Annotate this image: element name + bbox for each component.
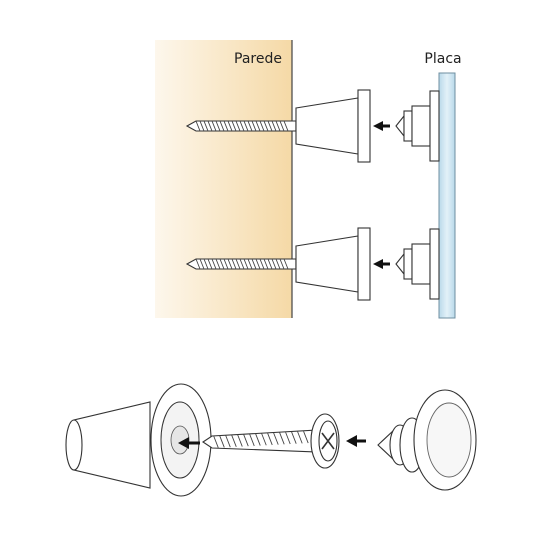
arrow-left-icon	[373, 259, 390, 269]
arrow-left-icon	[373, 121, 390, 131]
wall-anchor-icon	[295, 227, 371, 301]
wall-anchor-icon	[295, 89, 371, 163]
standoff-cap-icon	[395, 228, 440, 300]
wall-anchor-icon	[65, 383, 212, 497]
arrow-left-icon	[346, 435, 366, 447]
plate-label: Placa	[424, 51, 461, 67]
wall	[155, 40, 293, 318]
standoff-cap-icon	[395, 90, 440, 162]
bottom-assembly	[185, 227, 440, 301]
screw-icon	[202, 413, 340, 469]
exploded-view	[65, 383, 477, 497]
standoff-cap-icon	[377, 389, 477, 491]
arrow-left-icon	[178, 437, 200, 449]
top-assembly	[185, 89, 440, 163]
wall-label: Parede	[234, 51, 282, 67]
glass-plate	[438, 72, 456, 319]
